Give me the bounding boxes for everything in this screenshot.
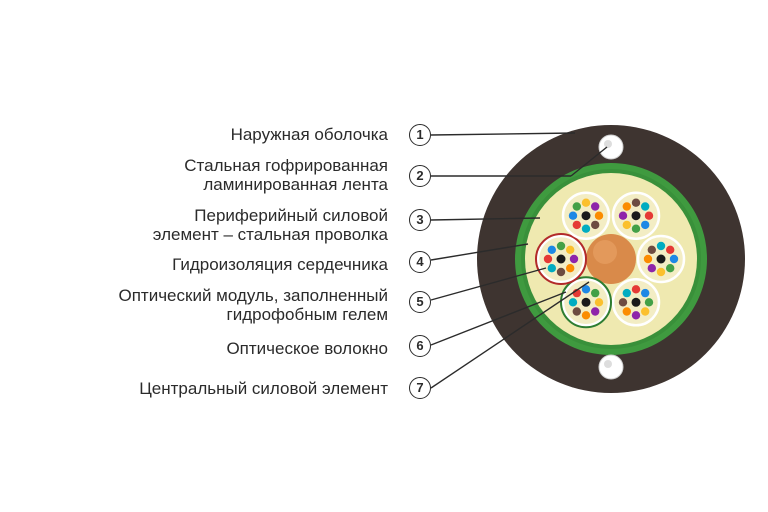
optical-fiber <box>572 202 582 211</box>
optical-fiber <box>590 288 600 298</box>
optical-fiber <box>590 202 600 211</box>
label-optical-fiber: Оптическое волокно <box>226 339 388 358</box>
callout-1: 1 <box>409 124 431 146</box>
callout-5: 5 <box>409 291 431 313</box>
optical-fiber <box>556 241 566 251</box>
steel-wire-bottom <box>598 354 624 380</box>
fiber-center <box>581 297 591 307</box>
steel-wire-top <box>598 134 624 160</box>
optical-fiber <box>594 298 604 307</box>
optical-fiber <box>656 267 666 277</box>
module-gel-ring <box>560 276 612 329</box>
optical-fiber <box>631 198 641 207</box>
fiber-center <box>556 254 566 264</box>
optical-fiber <box>622 307 632 316</box>
callout-2: 2 <box>409 165 431 187</box>
optical-fiber <box>590 307 600 316</box>
optical-fiber <box>547 263 557 273</box>
optical-fiber <box>618 211 628 220</box>
label-steel-wire: Периферийный силовой элемент – стальная … <box>152 206 388 244</box>
optical-fiber <box>590 220 600 230</box>
optical-fiber <box>631 285 641 294</box>
leader-lines <box>430 132 608 389</box>
optical-fiber <box>644 298 654 307</box>
optical-fiber <box>631 224 641 233</box>
optical-fiber <box>622 220 632 230</box>
optical-fiber <box>572 220 582 230</box>
optical-modules <box>535 191 686 329</box>
label-steel-tape: Стальная гофрированная ламинированная ле… <box>184 156 388 194</box>
optical-fiber <box>665 245 675 255</box>
callout-6: 6 <box>409 335 431 357</box>
optical-fiber <box>643 254 653 264</box>
fiber-center <box>656 254 666 264</box>
optical-fiber <box>640 202 650 211</box>
optical-fiber <box>572 307 582 316</box>
label-outer-sheath: Наружная оболочка <box>230 125 388 144</box>
optical-fiber <box>647 263 657 273</box>
callout-4: 4 <box>409 251 431 273</box>
optical-fiber <box>543 254 553 264</box>
optical-fiber <box>622 288 632 298</box>
label-central-member: Центральный силовой элемент <box>139 379 388 398</box>
optical-fiber <box>669 254 679 264</box>
optical-fiber <box>581 311 591 320</box>
optical-fiber <box>594 211 604 220</box>
optical-fiber <box>665 263 675 273</box>
optical-fiber <box>556 267 566 277</box>
optical-fiber <box>640 288 650 298</box>
optical-fiber <box>647 245 657 255</box>
optical-fiber <box>631 311 641 320</box>
optical-fiber <box>640 307 650 316</box>
callout-7: 7 <box>409 377 431 399</box>
optical-fiber <box>640 220 650 230</box>
optical-fiber <box>581 224 591 233</box>
optical-fiber <box>656 241 666 251</box>
label-core-waterproofing: Гидроизоляция сердечника <box>172 255 388 274</box>
callout-3: 3 <box>409 209 431 231</box>
optical-fiber <box>622 202 632 211</box>
optical-fiber <box>581 198 591 207</box>
fiber-center <box>581 211 591 221</box>
label-optical-module: Оптический модуль, заполненный гидрофобн… <box>118 286 388 324</box>
optical-fiber <box>569 254 579 264</box>
optical-fiber <box>618 298 628 307</box>
optical-fiber <box>644 211 654 220</box>
fiber-center <box>631 211 641 221</box>
optical-fiber <box>547 245 557 255</box>
peripheral-steel-wire-ring <box>535 233 587 285</box>
optical-fiber <box>568 298 578 307</box>
optical-fiber <box>581 285 591 294</box>
optical-fiber <box>565 263 575 273</box>
optical-fiber <box>568 211 578 220</box>
optical-fiber <box>565 245 575 255</box>
fiber-center <box>631 297 641 307</box>
